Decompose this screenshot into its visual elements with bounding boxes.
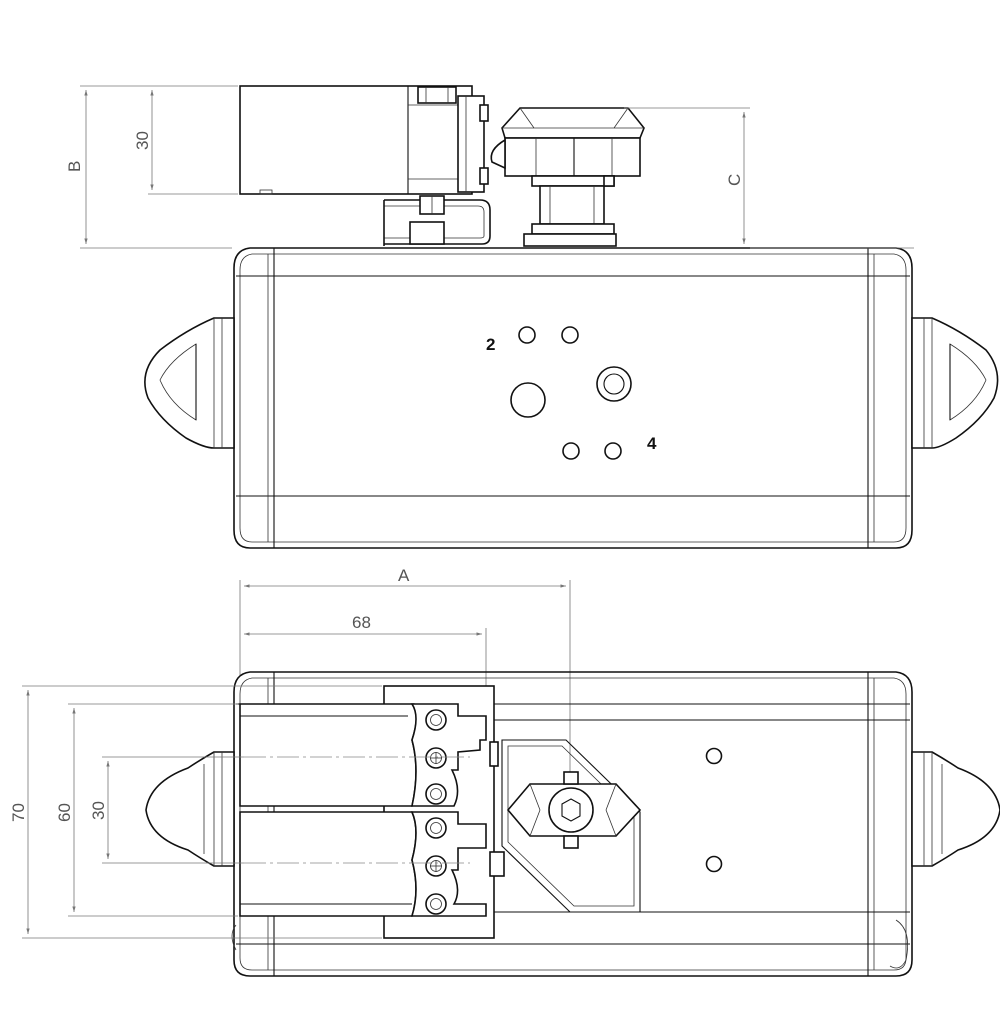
switch-box-plan-lower [239, 741, 505, 917]
switch-box-plan-upper [239, 703, 487, 807]
end-cap-right-front [911, 317, 999, 449]
dimension-30-top [148, 90, 238, 195]
mounting-bracket [383, 195, 491, 246]
bottom-view: A 68 [9, 566, 1000, 977]
ports-front [510, 326, 632, 460]
dimension-70 [22, 685, 382, 939]
end-cap-left-plan [145, 751, 235, 867]
dimension-60-label: 60 [55, 803, 74, 822]
limit-switch-box [239, 85, 489, 195]
dimension-b [80, 85, 238, 249]
actuator-body-plan [231, 671, 913, 977]
dimension-68 [244, 628, 487, 690]
position-indicator-side [490, 107, 645, 247]
dimension-68-label: 68 [352, 613, 371, 632]
dimension-30-bottom-label: 30 [89, 801, 108, 820]
dimension-30-top-label: 30 [133, 131, 152, 150]
port-2-label: 2 [486, 335, 495, 354]
dimension-70-label: 70 [9, 803, 28, 822]
top-view: 2 4 B 30 C [65, 85, 999, 549]
end-cap-left-front [144, 317, 235, 449]
dimension-c-label: C [725, 174, 744, 186]
mounting-hole-upper [705, 747, 723, 765]
end-cap-right-plan [911, 751, 1000, 867]
dimension-b-label: B [65, 161, 84, 172]
mounting-hole-lower [705, 855, 723, 873]
dimension-60 [68, 703, 238, 917]
dimension-c [624, 107, 914, 249]
dimension-a-label: A [398, 566, 410, 585]
port-4-label: 4 [647, 434, 657, 453]
dimension-30-bottom [102, 756, 244, 864]
position-indicator-plan [501, 739, 642, 913]
actuator-body-front [233, 247, 913, 549]
